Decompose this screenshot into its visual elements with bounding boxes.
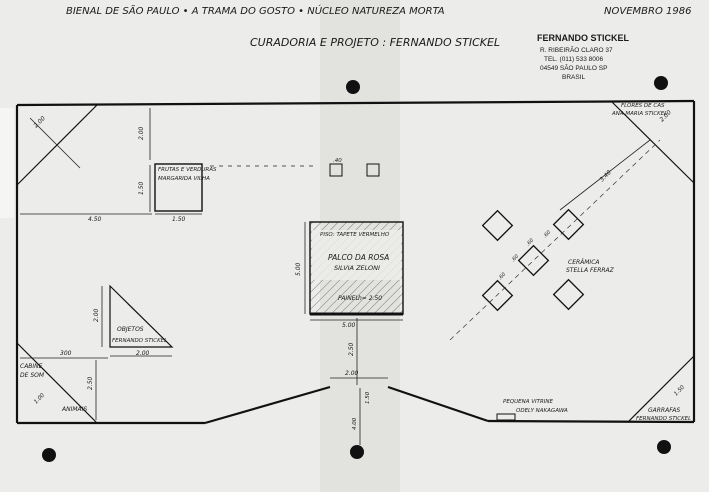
header-title: BIENAL DE SÃO PAULO • A TRAMA DO GOSTO •… [66,4,445,17]
garrafas-label-1: GARRAFAS [648,407,680,414]
frutas-label-1: FRUTAS E VERDURAS [158,167,217,173]
top-right-triangle [611,101,695,184]
frutas-label-2: MARGARIDA VILHA [158,176,210,182]
column-bottom-center [350,445,364,459]
wall-entrance-left [204,385,331,425]
flores-label-2: ANA MARIA STICKEL [611,111,667,117]
header-date: NOVEMBRO 1986 [604,6,691,17]
dim-150-c: 1.50 [365,391,371,404]
corner-displays [16,101,695,424]
vitrine-case [496,413,516,421]
stamp-city: 04549 SÃO PAULO SP [540,63,607,72]
wall-entrance-right [387,385,489,423]
dim-150-h: 1.50 [172,216,186,223]
dim-line-tl-diagonal [29,117,81,169]
wall-top [16,99,695,107]
dim-200-c: 2.00 [345,370,359,377]
garrafas-triangle [627,355,695,423]
header-curator: CURADORIA E PROJETO : FERNANDO STICKEL [250,36,500,49]
palco-label-2: SILVIA ZELONI [334,264,380,272]
stamp-phone: TEL. (011) 533 8006 [544,56,604,63]
dim-60a: .60 [525,238,535,248]
dim-60d: .60 [497,272,507,282]
objetos-label-1: OBJETOS [117,326,144,333]
ceramica-label-2: STELLA FERRAZ [566,267,615,274]
column-top-center [346,80,360,94]
dim-40: .40 [333,158,342,164]
diamond-2 [552,208,585,241]
architect-stamp: FERNANDO STICKEL R. RIBEIRÃO CLARO 37 TE… [537,33,630,81]
column-bottom-right [657,440,671,454]
dim-450: 4.50 [88,216,102,223]
painel-label: PAINEL [338,295,359,302]
stamp-street: R. RIBEIRÃO CLARO 37 [540,45,613,54]
stamp-country: BRASIL [562,74,586,81]
dim-line-340 [559,139,651,211]
vitrine-label-2: ODELY NAKAGAWA [516,408,568,414]
painel-height: h= 2.50 [358,295,382,302]
column-bottom-left [42,448,56,462]
wall-bottom-right [487,419,695,424]
diamond-1 [481,209,514,242]
dim-200-obj-h: 2.00 [136,350,150,357]
objetos-triangle [109,284,174,348]
stamp-name: FERNANDO STICKEL [537,33,630,43]
cabine-triangle [16,342,98,424]
dim-400: 4.00 [352,417,358,430]
dim-60c: .60 [510,254,520,264]
dim-500-h: 5.00 [342,322,356,329]
paper-edge [0,108,14,218]
palco-label-bg [312,230,401,280]
animais-label: ANIMAIS [61,406,87,413]
dim-500-v: 5.00 [295,262,302,276]
room-walls [15,99,696,425]
pedestal-right [366,163,380,177]
cabine-label-2: DE SOM [20,372,45,379]
dim-250-left: 2.50 [87,376,94,390]
diamond-3 [517,244,550,277]
piso-label: PISO: TAPETE VERMELHO [320,232,390,238]
dim-200-obj-v: 2.00 [93,308,100,322]
column-top-right [654,76,668,90]
ceramica-pedestals [481,208,585,312]
frutas-display [154,163,203,212]
columns [42,76,671,462]
dim-300: 300 [60,350,72,357]
dim-250-c: 2.50 [348,342,355,356]
cabine-label-1: CABINE [20,363,43,370]
ceramica-label-1: CERÂMICA [568,259,600,266]
diamond-5 [552,278,585,311]
vitrine-label-1: PEQUENA VITRINE [503,399,554,405]
objetos-label-2: FERNANDO STICKEL [112,338,167,344]
dim-60b: .60 [542,230,552,240]
dimension-lines [20,108,651,445]
garrafas-label-2: FERNANDO STICKEL [636,416,691,422]
ceramica-axis [449,139,661,341]
pedestal-left [329,163,343,177]
palco-label-1: PALCO DA ROSA [328,253,389,262]
dim-150-v: 1.50 [138,181,145,195]
flores-label-1: FLORES DE CAS [621,103,665,109]
dim-200-v: 2.00 [138,126,145,140]
